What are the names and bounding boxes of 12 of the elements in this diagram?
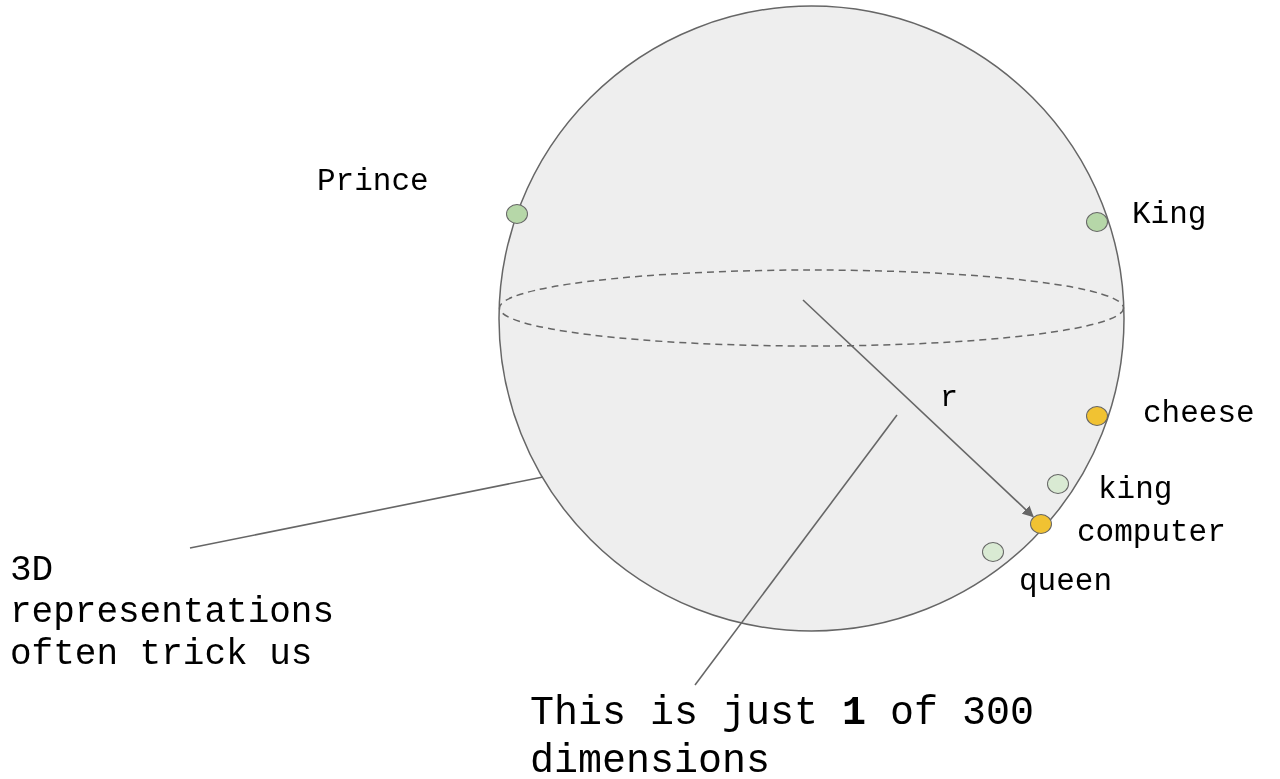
annotation-text: This is just 1 of 300 dimensions [530,690,1070,779]
word-label: cheese [1143,395,1255,433]
arrow [802,299,1034,518]
word-label: King [1132,196,1207,234]
word-label: Prince [317,163,429,201]
word-label: queen [1019,563,1112,601]
word-label: king [1098,471,1173,509]
leader-line [694,414,898,686]
annotation-text: 3D representations often trick us [10,550,370,676]
word-label: computer [1077,514,1226,552]
leader-line [189,476,544,549]
edge-label: r [940,380,958,417]
